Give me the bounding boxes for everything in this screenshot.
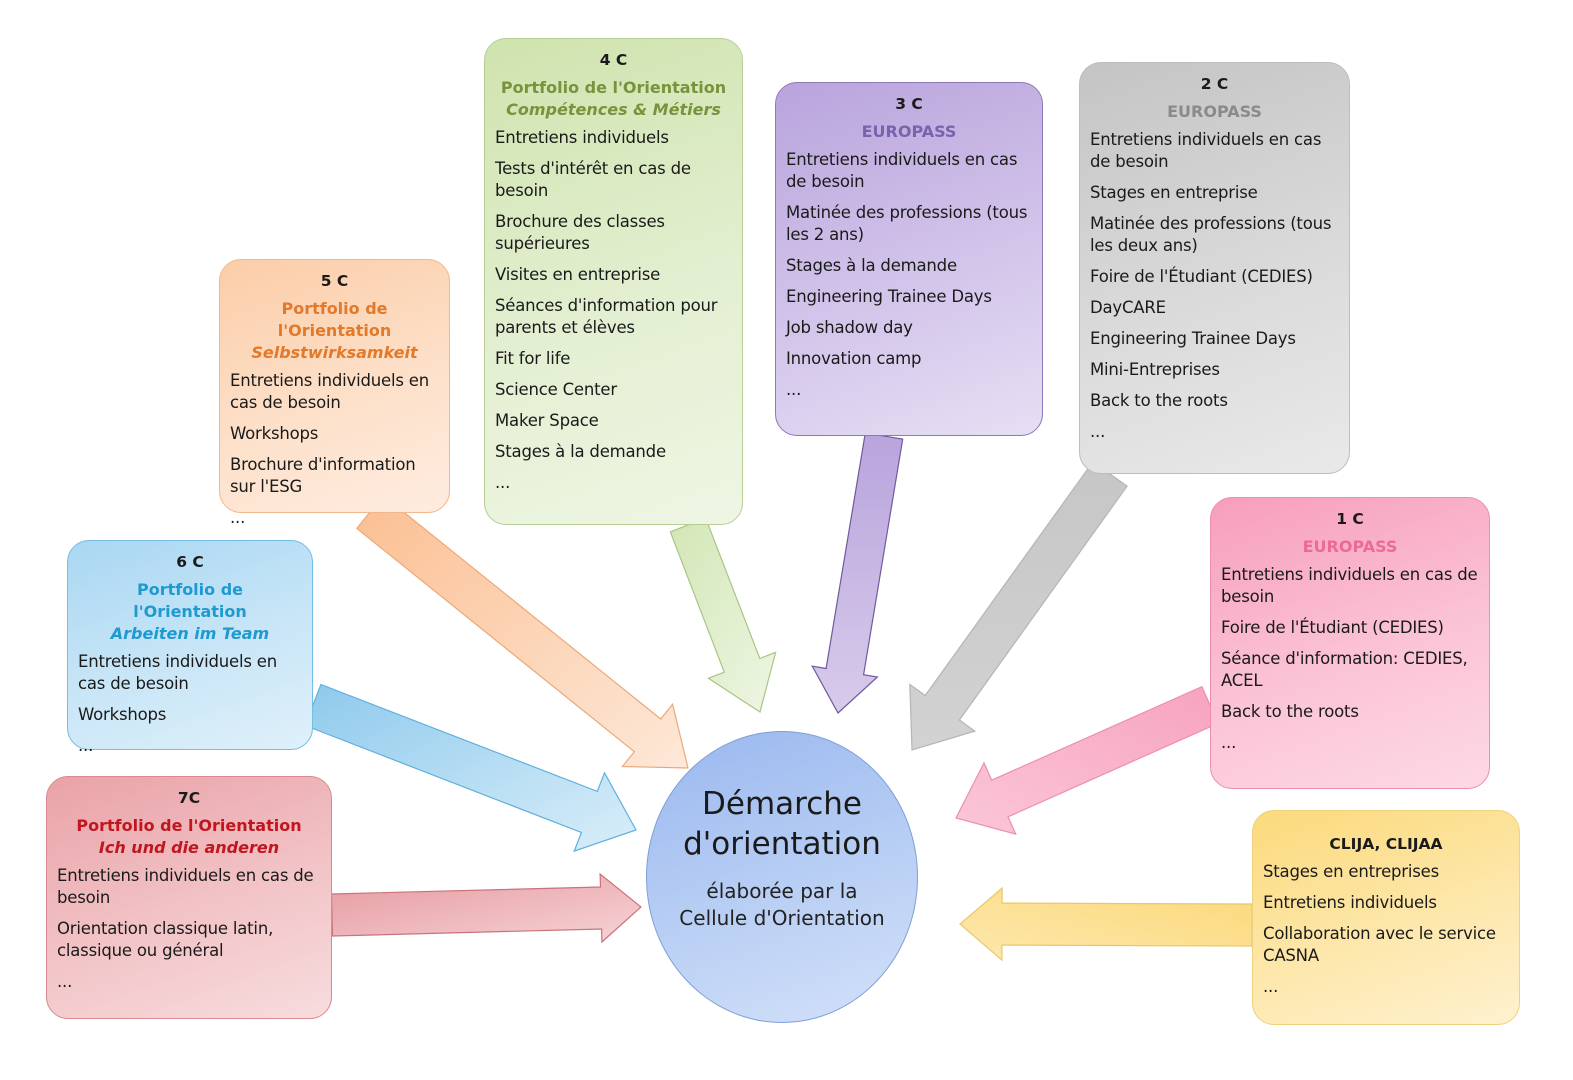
- activity-item: Stages à la demande: [495, 442, 666, 461]
- grade-label: 7C: [177, 789, 201, 807]
- arrow-c7-to-center: [330, 872, 642, 944]
- activity-item: ...: [230, 508, 246, 527]
- center-subtitle-line1: élaborée par la: [706, 879, 858, 903]
- activity-item: Tests d'intérêt en cas de besoin: [495, 159, 691, 200]
- box-1c: 1 C EUROPASS Entretiens individuels en c…: [1210, 497, 1490, 789]
- box-6c: 6 C Portfolio de l'Orientation Arbeiten …: [67, 540, 313, 755]
- activity-item: Science Center: [495, 380, 617, 399]
- activity-item: Brochure d'information sur l'ESG: [230, 455, 416, 496]
- box-3c: 3 C EUROPASS Entretiens individuels en c…: [775, 82, 1043, 436]
- grade-label: 5 C: [320, 272, 349, 290]
- box-subtitle-theme: Ich und die anderen: [98, 838, 280, 857]
- center-circle: Démarche d'orientation élaborée par la C…: [646, 731, 918, 1023]
- activity-item: Séances d'information pour parents et él…: [495, 296, 718, 337]
- activity-item: Fit for life: [495, 349, 571, 368]
- activity-item: Stages en entreprise: [1090, 183, 1258, 202]
- box-subtitle-theme: Compétences & Métiers: [506, 100, 721, 119]
- activity-item: ...: [786, 380, 802, 399]
- activity-item: Entretiens individuels en cas de besoin: [1090, 130, 1322, 171]
- activity-item: Stages en entreprises: [1263, 862, 1440, 881]
- activity-item: ...: [57, 972, 73, 991]
- activity-item: Collaboration avec le service CASNA: [1263, 924, 1496, 965]
- arrow-c1-to-center: [955, 685, 1219, 836]
- activity-item: Back to the roots: [1090, 391, 1228, 410]
- box-subtitle: Portfolio de l'Orientation: [76, 816, 302, 835]
- activity-item: ...: [495, 473, 511, 492]
- box-subtitle: EUROPASS: [1302, 537, 1398, 556]
- activity-item: Entretiens individuels en cas de besoin: [230, 371, 429, 412]
- box-5c: 5 C Portfolio de l'Orientation Selbstwir…: [219, 259, 450, 527]
- activity-item: Maker Space: [495, 411, 599, 430]
- activity-item: Workshops: [78, 705, 167, 724]
- activity-item: Entretiens individuels: [1263, 893, 1437, 912]
- activity-item: DayCARE: [1090, 298, 1166, 317]
- activity-item: Workshops: [230, 424, 319, 443]
- arrow-c5-to-center: [355, 494, 689, 769]
- center-subtitle-line2: Cellule d'Orientation: [679, 906, 885, 930]
- activity-item: Foire de l'Étudiant (CEDIES): [1090, 267, 1313, 286]
- activity-item: Back to the roots: [1221, 702, 1359, 721]
- center-title: Démarche d'orientation: [647, 784, 917, 864]
- box-subtitle: Portfolio de l'Orientation: [277, 299, 392, 340]
- activity-item: Foire de l'Étudiant (CEDIES): [1221, 618, 1444, 637]
- activity-item: ...: [1221, 733, 1237, 752]
- box-subtitle: EUROPASS: [1167, 102, 1262, 121]
- activity-item: Entretiens individuels en cas de besoin: [78, 652, 277, 693]
- activity-item: Engineering Trainee Days: [786, 287, 992, 306]
- arrow-c2-to-center: [909, 460, 1128, 751]
- activity-item: Entretiens individuels: [495, 128, 669, 147]
- box-7c: 7C Portfolio de l'Orientation Ich und di…: [46, 776, 332, 1019]
- arrow-c3-to-center: [811, 432, 904, 714]
- grade-label: CLIJA, CLIJAA: [1329, 835, 1443, 853]
- activity-item: Matinée des professions (tous les 2 ans): [786, 203, 1028, 244]
- grade-label: 1 C: [1336, 510, 1364, 528]
- box-subtitle-theme: Arbeiten im Team: [110, 624, 270, 643]
- arrow-c6-to-center: [304, 683, 637, 853]
- arrow-clija-to-center: [959, 886, 1253, 962]
- arrow-c4-to-center: [669, 517, 777, 713]
- activity-item: Séance d'information: CEDIES, ACEL: [1221, 649, 1468, 690]
- grade-label: 3 C: [895, 95, 923, 113]
- center-title-line2: d'orientation: [683, 826, 881, 862]
- grade-label: 2 C: [1200, 75, 1229, 93]
- activity-item: Entretiens individuels en cas de besoin: [57, 866, 314, 907]
- box-subtitle: Portfolio de l'Orientation: [133, 580, 247, 621]
- activity-item: ...: [1090, 422, 1106, 441]
- activity-item: Entretiens individuels en cas de besoin: [1221, 565, 1478, 606]
- center-title-line1: Démarche: [702, 786, 862, 822]
- activity-item: Orientation classique latin, classique o…: [57, 919, 274, 960]
- box-subtitle-theme: Selbstwirksamkeit: [251, 343, 418, 362]
- grade-label: 4 C: [599, 51, 628, 69]
- activity-item: Stages à la demande: [786, 256, 957, 275]
- activity-item: Engineering Trainee Days: [1090, 329, 1296, 348]
- activity-item: Mini-Entreprises: [1090, 360, 1220, 379]
- box-subtitle: EUROPASS: [861, 122, 957, 141]
- activity-item: Matinée des professions (tous les deux a…: [1090, 214, 1332, 255]
- activity-item: Brochure des classes supérieures: [495, 212, 665, 253]
- box-subtitle: Portfolio de l'Orientation: [500, 78, 727, 97]
- box-2c: 2 C EUROPASS Entretiens individuels en c…: [1079, 62, 1350, 474]
- activity-item: Job shadow day: [786, 318, 913, 337]
- box-4c: 4 C Portfolio de l'Orientation Compétenc…: [484, 38, 743, 525]
- activity-item: ...: [1263, 977, 1279, 996]
- activity-item: ...: [78, 736, 94, 755]
- activity-item: Visites en entreprise: [495, 265, 661, 284]
- activity-item: Innovation camp: [786, 349, 922, 368]
- activity-item: Entretiens individuels en cas de besoin: [786, 150, 1018, 191]
- center-subtitle: élaborée par la Cellule d'Orientation: [647, 878, 917, 932]
- grade-label: 6 C: [176, 553, 204, 571]
